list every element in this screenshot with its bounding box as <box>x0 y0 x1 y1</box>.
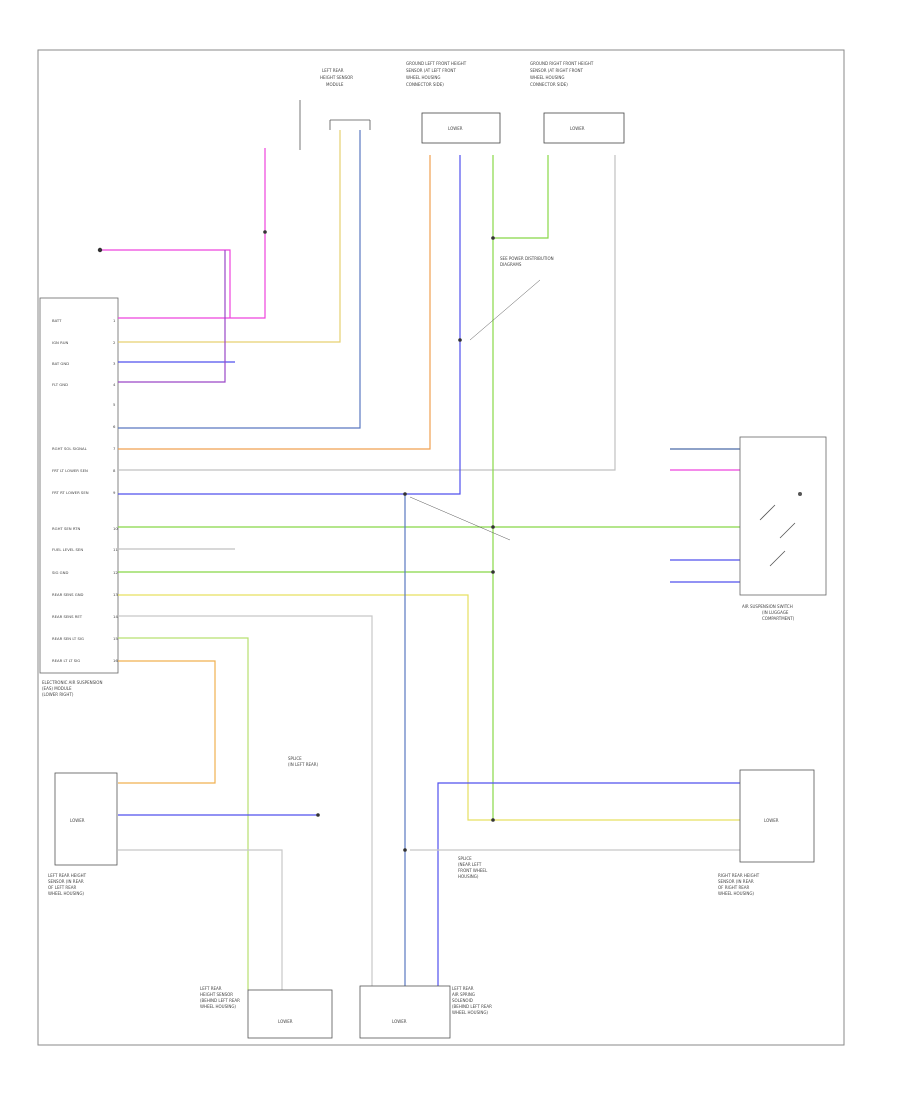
bottom-component-2-label: LEFT REAR AIR SPRING SOLENOID (BEHIND LE… <box>452 986 493 1015</box>
notes: SPLICE (IN LEFT REAR) SPLICE (NEAR LEFT … <box>288 256 555 879</box>
wire-blue-rr <box>437 782 740 990</box>
right-front-box-label: LOWER <box>570 126 585 131</box>
leader-line-2 <box>409 496 511 541</box>
side-components: LOWER LEFT REAR HEIGHT SENSOR (IN REAR O… <box>48 769 815 896</box>
right-rear-height-sensor-box <box>739 769 815 863</box>
module-pin-number: 8 <box>113 468 116 473</box>
module-pin-number: 1 <box>113 318 116 323</box>
note-2: SPLICE (NEAR LEFT FRONT WHEEL HOUSING) <box>458 856 488 879</box>
module-pin-label: REAR SENS RET <box>52 614 83 619</box>
top-component-3-label: GROUND RIGHT FRONT HEIGHT SENSOR (AT RIG… <box>530 61 595 87</box>
module-pin-label: RGHT SOL SIGNAL <box>52 446 88 451</box>
wires <box>100 130 740 990</box>
module-pin-label: FUEL LEVEL SEN <box>52 547 83 552</box>
wire-yellow-ign <box>118 130 341 343</box>
wire-gray-lr <box>118 849 283 990</box>
wire-violet-flt <box>118 250 226 383</box>
module-pin-label: REAR SEN LT SIG <box>52 636 84 641</box>
right-front-height-sensor-box <box>543 112 625 144</box>
bottom-box-1-label: LOWER <box>278 1019 293 1024</box>
module-pin-number: 14 <box>113 614 118 619</box>
module-pin-number: 15 <box>113 636 118 641</box>
module-pin-number: 7 <box>113 446 116 451</box>
module-pin-label: FLT GND <box>52 382 68 387</box>
wire-gray-frt <box>118 155 616 471</box>
wire-yellow-rear <box>118 594 740 821</box>
module-label: ELECTRONIC AIR SUSPENSION (EAS) MODULE (… <box>42 680 104 697</box>
air-suspension-switch: AIR SUSPENSION SWITCH (IN LUGGAGE COMPAR… <box>739 436 827 621</box>
module-pin-number: 4 <box>113 382 116 387</box>
top-component-1-label: LEFT REAR HEIGHT SENSOR MODULE <box>320 68 354 87</box>
top-component-2-label: GROUND LEFT FRONT HEIGHT SENSOR (AT LEFT… <box>406 61 467 87</box>
note-1: SPLICE (IN LEFT REAR) <box>288 756 319 767</box>
switch-label: AIR SUSPENSION SWITCH (IN LUGGAGE COMPAR… <box>742 604 795 621</box>
module-pin-label: REAR LT LT SIG <box>52 658 80 663</box>
module-pin-number: 3 <box>113 361 116 366</box>
left-front-height-sensor-box <box>421 112 501 144</box>
module-pin-label: SIG GND <box>52 570 68 575</box>
left-rear-sensor-bottom-box <box>247 989 333 1039</box>
module-pin-number: 12 <box>113 570 118 575</box>
splice-points <box>97 230 495 852</box>
wire-gray-rear <box>118 615 373 990</box>
module-pin-label: BAT GND <box>52 361 69 366</box>
module-pin-number: 10 <box>113 526 118 531</box>
right-rear-box-label: LOWER <box>764 818 779 823</box>
bottom-component-1-label: LEFT REAR HEIGHT SENSOR (BEHIND LEFT REA… <box>200 986 241 1009</box>
wire-orange-rear <box>118 660 216 784</box>
wire-blue-rtn <box>118 155 461 495</box>
bottom-box-2-label: LOWER <box>392 1019 407 1024</box>
module-pin-number: 6 <box>113 424 116 429</box>
module-pin-number: 16 <box>113 658 118 663</box>
switch-box <box>739 436 827 596</box>
wire-pink-batt <box>118 148 266 319</box>
module-pin-label: IGN RUN <box>52 340 69 345</box>
left-rear-air-spring-box <box>359 985 451 1039</box>
module-pin-label: BATT <box>52 318 62 323</box>
module-pin-number: 11 <box>113 547 118 552</box>
diagram-border <box>37 49 845 1046</box>
module-pin-number: 5 <box>113 402 116 407</box>
eas-module-box <box>39 297 119 674</box>
leader-line-1 <box>469 279 541 341</box>
wire-ygreen-rear <box>118 637 249 990</box>
module-pin-label: REAR SENS GND <box>52 592 84 597</box>
module-pin-label: FRT RT LOWER SEN <box>52 490 89 495</box>
wire-pink-top <box>100 249 231 318</box>
wire-orange-flt <box>118 155 431 450</box>
module-pin-label: RGHT SEN RTN <box>52 526 80 531</box>
top-components: LEFT REAR HEIGHT SENSOR MODULE LOWER GRO… <box>299 61 625 150</box>
module-pin-number: 13 <box>113 592 118 597</box>
note-3: SEE POWER DISTRIBUTION DIAGRAMS <box>500 256 555 267</box>
right-rear-label: RIGHT REAR HEIGHT SENSOR (IN REAR OF RIG… <box>718 873 760 896</box>
left-rear-height-sensor-box <box>54 772 118 866</box>
left-rear-label: LEFT REAR HEIGHT SENSOR (IN REAR OF LEFT… <box>48 873 87 896</box>
module-pin-label: FRT LT LOWER SEN <box>52 468 88 473</box>
left-front-box-label: LOWER <box>448 126 463 131</box>
bottom-components: LOWER LEFT REAR HEIGHT SENSOR (BEHIND LE… <box>200 985 493 1039</box>
wire-steel-signal <box>118 130 361 429</box>
module-pin-number: 9 <box>113 490 116 495</box>
wire-green-right <box>493 155 549 239</box>
module-pin-number: 2 <box>113 340 116 345</box>
left-rear-box-label: LOWER <box>70 818 85 823</box>
